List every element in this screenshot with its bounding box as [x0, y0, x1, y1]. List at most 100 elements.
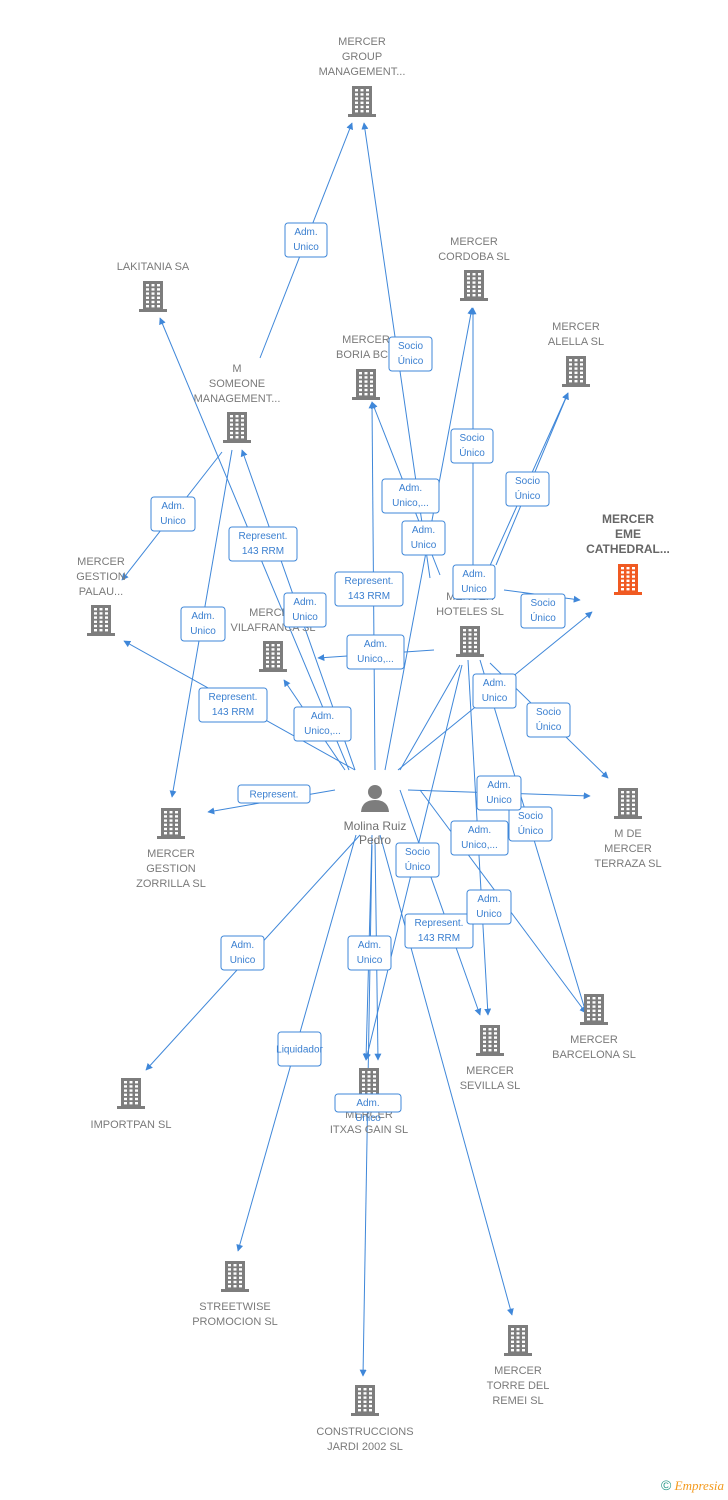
- building-icon: [562, 356, 590, 387]
- edge-label-lbl-19[interactable]: Adm.Unico: [472, 673, 517, 709]
- edge-label-lbl-29[interactable]: Adm.Unico: [334, 1093, 402, 1124]
- edge-label-text: 143 RRM: [242, 546, 284, 557]
- edge-label-box: [401, 520, 446, 556]
- building-icon: [460, 270, 488, 301]
- company-name-line: TERRAZA SL: [594, 858, 661, 870]
- edge-label-lbl-5[interactable]: Adm.Unico,...: [381, 478, 440, 514]
- edge-label-text: Socio: [459, 433, 484, 444]
- edge-label-lbl-25[interactable]: Adm.Unico: [466, 889, 512, 925]
- edge-label-text: Unico,...: [392, 498, 429, 509]
- relationship-edge: [379, 834, 514, 1316]
- edge-label-box: [228, 526, 298, 562]
- company-name-line: CONSTRUCCIONS: [316, 1426, 413, 1438]
- edge-label-text: 143 RRM: [348, 591, 390, 602]
- company-name-line: MERCER: [450, 236, 498, 248]
- edge-label-lbl-10[interactable]: Represent. 143 RRM: [334, 571, 404, 607]
- edge-label-text: Unico: [355, 1113, 381, 1124]
- company-node-lakitania[interactable]: LAKITANIA SA: [117, 261, 190, 312]
- edge-label-lbl-16[interactable]: Adm.Unico,...: [293, 706, 352, 742]
- edge-label-lbl-7[interactable]: Adm.Unico: [150, 496, 196, 532]
- edge-label-lbl-12[interactable]: Adm. Unico: [283, 592, 327, 628]
- edge-label-text: Único: [398, 354, 424, 367]
- edge-label-lbl-8[interactable]: Represent.143 RRM: [228, 526, 298, 562]
- person-name-line: Molina Ruiz: [344, 819, 407, 833]
- company-name-line: MERCER: [604, 843, 652, 855]
- edge-label-text: Unico: [357, 955, 383, 966]
- edge-label-box: [346, 634, 405, 670]
- edge-label-text: Unico: [160, 516, 186, 527]
- company-node-m-someone[interactable]: MSOMEONEMANAGEMENT...: [194, 363, 281, 443]
- company-node-mercer-gestion-palau[interactable]: MERCERGESTIONPALAU...: [76, 556, 126, 636]
- building-icon: [504, 1325, 532, 1356]
- company-node-mercer-hoteles[interactable]: MERCERHOTELES SL: [436, 591, 504, 657]
- building-icon: [87, 605, 115, 636]
- edge-label-lbl-23[interactable]: Adm.Unico: [476, 775, 522, 811]
- brand-logo[interactable]: Empresia: [674, 1478, 724, 1493]
- edge-label-text: Unico,...: [357, 654, 394, 665]
- edge-label-text: Unico: [230, 955, 256, 966]
- edge-label-lbl-26[interactable]: Adm. Unico: [220, 935, 265, 971]
- edge-label-text: Adm.: [231, 940, 254, 951]
- edge-label-lbl-13[interactable]: Adm.Unico,...: [346, 634, 405, 670]
- company-name-line: HOTELES SL: [436, 606, 504, 618]
- edge-label-text: Único: [518, 824, 544, 837]
- building-icon: [351, 1385, 379, 1416]
- edge-label-lbl-24[interactable]: Represent.143 RRM: [404, 913, 474, 949]
- edge-label-lbl-9[interactable]: Adm.Unico: [452, 564, 496, 600]
- company-node-mercer-eme[interactable]: MERCEREMECATHEDRAL...: [586, 512, 670, 595]
- edge-label-text: 143 RRM: [212, 707, 254, 718]
- edge-label-lbl-1[interactable]: Adm.Unico: [284, 222, 328, 258]
- edge-label-text: Unico: [293, 242, 319, 253]
- relationship-edge: [399, 789, 482, 1016]
- edge-label-lbl-6[interactable]: Adm.Unico: [401, 520, 446, 556]
- edge-label-lbl-15[interactable]: Represent.143 RRM: [198, 687, 268, 723]
- edge-label-box: [334, 571, 404, 607]
- edge-label-text: Adm.: [468, 825, 491, 836]
- company-node-importpan[interactable]: IMPORTPAN SL: [91, 1078, 172, 1131]
- edge-label-lbl-14[interactable]: Adm.Unico: [180, 606, 226, 642]
- company-name-line: MERCER: [466, 1065, 514, 1077]
- edge-label-text: Adm.: [358, 940, 381, 951]
- company-name-line: GROUP: [342, 51, 382, 63]
- edge-label-lbl-28[interactable]: Liquidador: [276, 1031, 324, 1067]
- edge-label-box: [220, 935, 265, 971]
- company-name-line: LAKITANIA SA: [117, 261, 190, 273]
- edge-label-text: Adm.: [462, 569, 485, 580]
- edge-label-text: Unico: [190, 626, 216, 637]
- edge-label-box: [347, 935, 392, 971]
- edge-label-lbl-27[interactable]: Adm. Unico: [347, 935, 392, 971]
- company-name-line: GESTION: [76, 571, 126, 583]
- edge-label-lbl-18[interactable]: Represent.: [237, 784, 311, 804]
- edge-label-text: Unico: [292, 612, 318, 623]
- company-name-line: BORIA BCN: [336, 349, 396, 361]
- edge-label-lbl-21[interactable]: Adm.Unico,...: [450, 820, 509, 856]
- edge-label-text: Adm.: [293, 597, 316, 608]
- company-node-mercer-group[interactable]: MERCERGROUPMANAGEMENT...: [319, 36, 406, 117]
- edge-label-text: Represent.: [345, 576, 394, 587]
- edge-label-box: [237, 784, 311, 804]
- company-name-line: ALELLA SL: [548, 336, 604, 348]
- company-name-line: SOMEONE: [209, 378, 265, 390]
- company-name-line: ZORRILLA SL: [136, 878, 206, 890]
- building-icon: [580, 994, 608, 1025]
